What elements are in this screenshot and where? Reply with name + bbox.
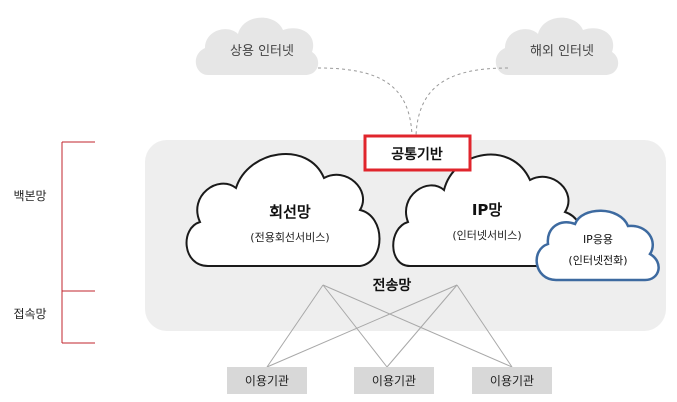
ip-network-title: IP망	[472, 201, 503, 219]
commercial-internet-cloud: 상용 인터넷	[195, 17, 319, 75]
ip-network-subtitle: (인터넷서비스)	[452, 229, 521, 242]
network-tier-bracket	[61, 141, 95, 344]
institution-box: 이용기관	[354, 367, 434, 394]
overseas-internet-label: 해외 인터넷	[530, 44, 594, 59]
common-base-label: 공통기반	[391, 146, 443, 163]
institution-label: 이용기관	[245, 374, 289, 388]
access-lines	[266, 284, 513, 368]
institution-box: 이용기관	[472, 367, 552, 394]
circuit-network-subtitle: (전용회선서비스)	[250, 231, 329, 244]
institution-label: 이용기관	[372, 374, 416, 388]
circuit-network-title: 회선망	[269, 203, 311, 221]
institution-box: 이용기관	[227, 367, 307, 394]
dashed-link-left	[317, 67, 413, 137]
circuit-network-cloud: 회선망 (전용회선서비스)	[185, 153, 381, 267]
ip-app-title: IP응용	[583, 233, 613, 246]
overseas-internet-cloud: 해외 인터넷	[495, 17, 619, 75]
dashed-link-right	[415, 67, 509, 137]
commercial-internet-label: 상용 인터넷	[230, 44, 294, 59]
common-base-box: 공통기반	[363, 134, 472, 172]
ip-app-subtitle: (인터넷전화)	[568, 254, 627, 267]
institution-label: 이용기관	[490, 374, 534, 388]
ip-network-cloud: IP망 (인터넷서비스)	[392, 153, 584, 267]
ip-app-cloud: IP응용 (인터넷전화)	[535, 209, 660, 282]
transport-network-label: 전송망	[373, 277, 412, 294]
access-label: 접속망	[13, 307, 46, 321]
backbone-label: 백본망	[13, 189, 46, 203]
